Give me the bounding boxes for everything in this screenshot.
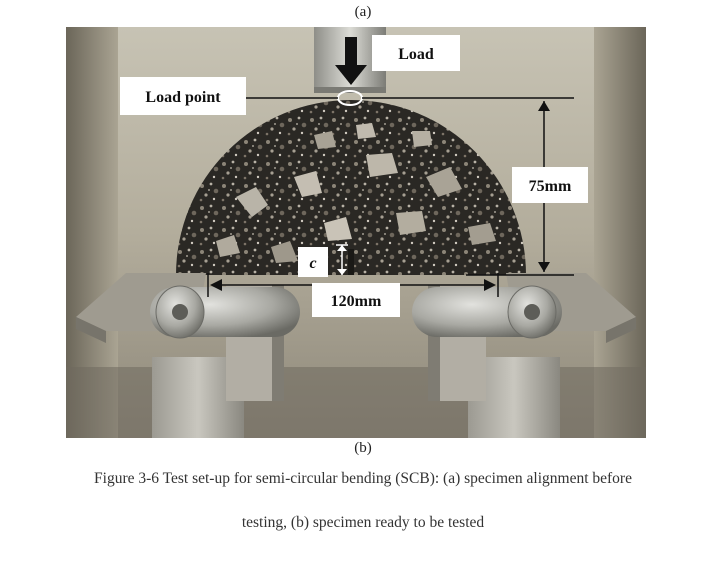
scb-test-photo: Load Load point 75mm 120mm c — [66, 27, 646, 438]
subfigure-label-b: (b) — [354, 440, 372, 456]
load-point-callout-box — [120, 77, 246, 115]
height-callout-box — [512, 167, 588, 203]
height-label: 75mm — [529, 178, 572, 195]
span-arrow-right — [484, 279, 496, 291]
load-point-label: Load point — [145, 89, 221, 106]
notch-arrow-top — [337, 245, 347, 251]
notch-label: c — [309, 255, 316, 272]
figure-caption: Figure 3-6 Test set-up for semi-circular… — [30, 468, 696, 534]
notch-arrow-bottom — [337, 269, 347, 275]
caption-line-1: Figure 3-6 Test set-up for semi-circular… — [94, 470, 632, 487]
photo-canvas: Load Load point 75mm 120mm c — [66, 27, 646, 438]
height-arrow-top — [538, 101, 550, 111]
height-arrow-bottom — [538, 262, 550, 272]
subfigure-label-a: (a) — [354, 4, 372, 20]
span-label: 120mm — [331, 293, 382, 310]
notch-callout-box — [298, 247, 328, 277]
span-arrow-left — [210, 279, 222, 291]
span-callout-box — [312, 283, 400, 317]
load-label: Load — [398, 46, 434, 63]
load-callout-box — [372, 35, 460, 71]
caption-line-2: testing, (b) specimen ready to be tested — [241, 514, 485, 531]
